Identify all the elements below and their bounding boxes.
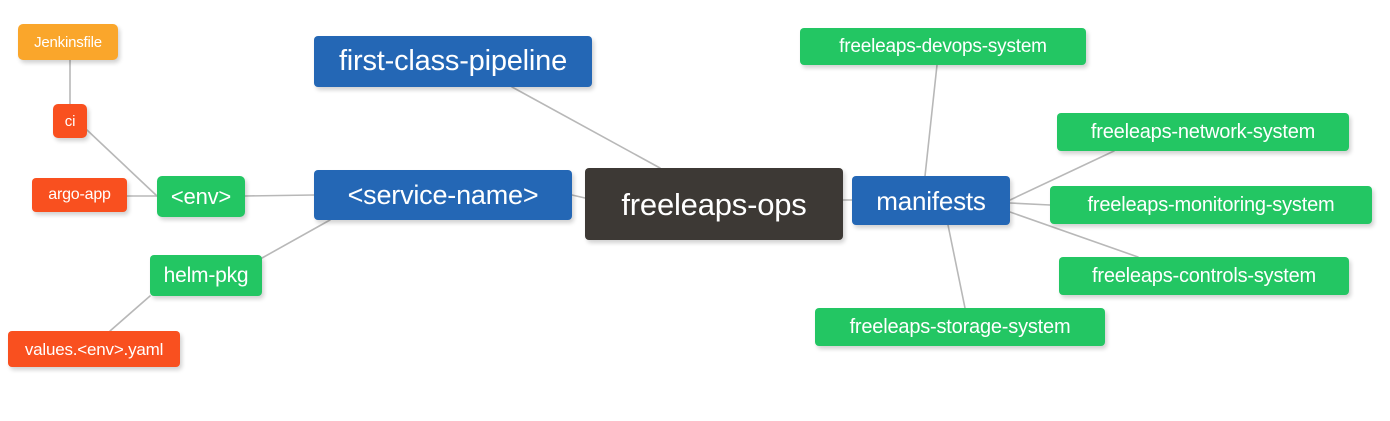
node-label-jenkinsfile: Jenkinsfile — [34, 33, 102, 51]
node-label-freeleaps-controls-system: freeleaps-controls-system — [1092, 265, 1316, 287]
node-freeleaps-devops-system[interactable]: freeleaps-devops-system — [800, 28, 1086, 65]
node-label-ci: ci — [64, 112, 76, 130]
node-label-argo-app: argo-app — [48, 186, 111, 203]
node-label-freeleaps-network-system: freeleaps-network-system — [1090, 121, 1316, 143]
node-argo-app[interactable]: argo-app — [32, 178, 127, 212]
edge-service-name-to-freeleaps-ops — [571, 194, 586, 199]
node-label-values-yaml: values.<env>.yaml — [24, 339, 164, 359]
edge-manifests-to-freeleaps-monitoring-system — [1009, 202, 1051, 206]
node-jenkinsfile[interactable]: Jenkinsfile — [18, 24, 118, 60]
edge-values-yaml-to-helm-pkg — [109, 295, 151, 332]
node-ci[interactable]: ci — [53, 104, 87, 138]
edge-first-class-pipeline-to-freeleaps-ops — [511, 86, 661, 169]
node-freeleaps-storage-system[interactable]: freeleaps-storage-system — [815, 308, 1105, 346]
node-env[interactable]: <env> — [157, 176, 245, 217]
node-manifests[interactable]: manifests — [852, 176, 1010, 225]
node-service-name[interactable]: <service-name> — [314, 170, 572, 220]
edge-helm-pkg-to-service-name — [261, 219, 331, 259]
node-label-env: <env> — [170, 183, 232, 209]
node-label-freeleaps-monitoring-system: freeleaps-monitoring-system — [1087, 194, 1335, 216]
node-first-class-pipeline[interactable]: first-class-pipeline — [314, 36, 592, 87]
node-label-manifests: manifests — [876, 185, 986, 216]
node-freeleaps-ops[interactable]: freeleaps-ops — [585, 168, 843, 240]
node-label-helm-pkg: helm-pkg — [163, 264, 249, 287]
edge-manifests-to-freeleaps-storage-system — [947, 224, 966, 309]
node-label-service-name: <service-name> — [347, 179, 539, 210]
node-freeleaps-controls-system[interactable]: freeleaps-controls-system — [1059, 257, 1349, 295]
node-helm-pkg[interactable]: helm-pkg — [150, 255, 262, 296]
node-values-yaml[interactable]: values.<env>.yaml — [8, 331, 180, 367]
node-label-freeleaps-storage-system: freeleaps-storage-system — [849, 316, 1071, 338]
node-label-first-class-pipeline: first-class-pipeline — [338, 45, 568, 77]
edge-env-to-service-name — [244, 194, 315, 197]
edge-manifests-to-freeleaps-devops-system — [924, 64, 938, 177]
node-freeleaps-monitoring-system[interactable]: freeleaps-monitoring-system — [1050, 186, 1372, 224]
node-label-freeleaps-devops-system: freeleaps-devops-system — [839, 36, 1047, 57]
node-label-freeleaps-ops: freeleaps-ops — [621, 186, 807, 222]
node-freeleaps-network-system[interactable]: freeleaps-network-system — [1057, 113, 1349, 151]
